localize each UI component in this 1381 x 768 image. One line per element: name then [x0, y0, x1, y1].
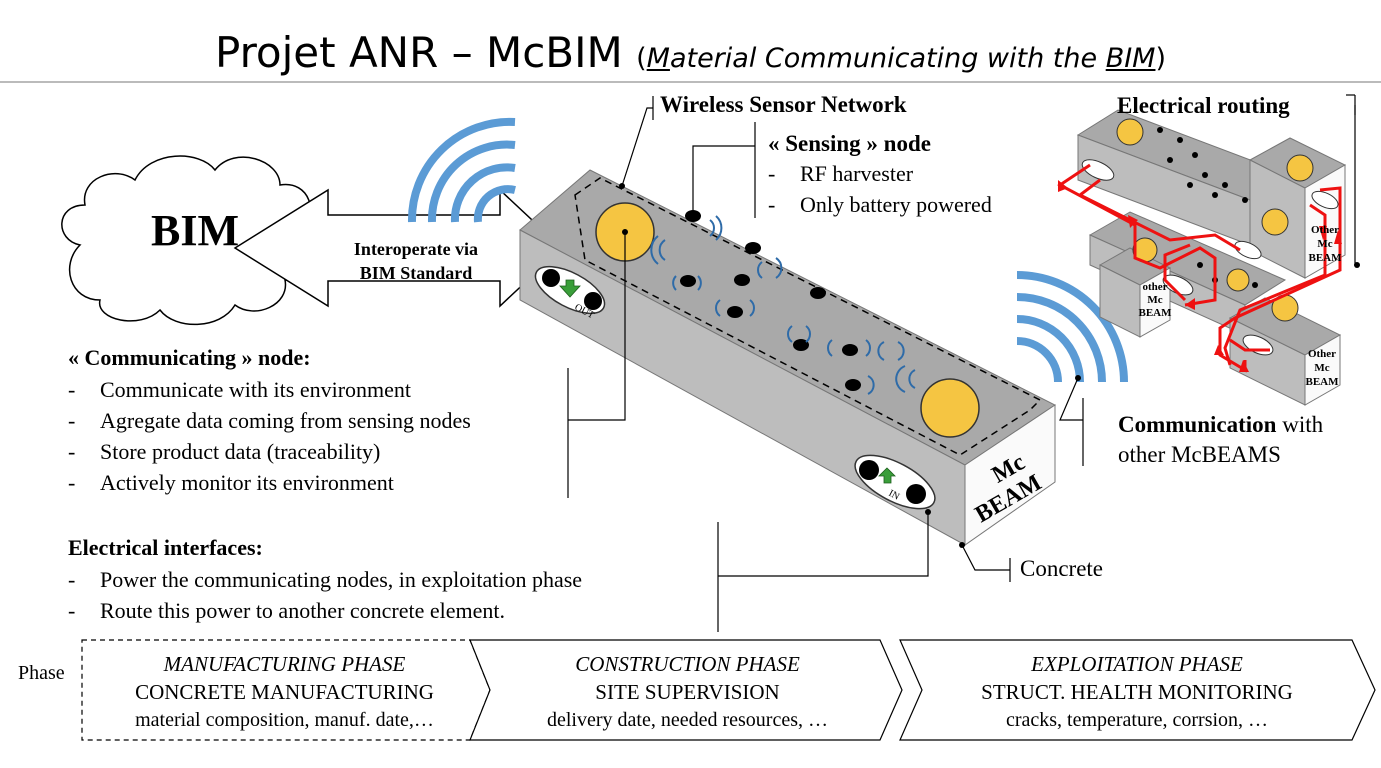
communicating-node-block: « Communicating » node: Communicate with… [68, 342, 471, 498]
title-divider [0, 81, 1381, 83]
phase-manufacturing: MANUFACTURING PHASE CONCRETE MANUFACTURI… [135, 652, 434, 731]
phase-label: Phase [18, 662, 65, 684]
svg-text:Other: Other [1311, 224, 1339, 236]
routing-label: Electrical routing [1117, 93, 1290, 118]
small-signal-icons [650, 215, 916, 395]
concrete-label: Concrete [1020, 556, 1104, 581]
svg-text:Mc: Mc [1317, 238, 1332, 250]
list-item: RF harvester [768, 158, 992, 189]
wifi-signal-right-icon [1016, 271, 1128, 383]
leader-lines [567, 94, 1357, 632]
sensing-node-list: RF harvester Only battery powered [768, 158, 992, 220]
list-item: Communicate with its environment [68, 374, 471, 405]
svg-text:Mc: Mc [1147, 294, 1162, 306]
list-item: Actively monitor its environment [68, 467, 471, 498]
wsn-boundary [574, 177, 1042, 456]
svg-text:BEAM: BEAM [1306, 376, 1340, 388]
interoperate-label: Interoperate via BIM Standard [353, 239, 479, 283]
sensing-nodes [680, 210, 861, 391]
svg-text:BEAM: BEAM [1309, 252, 1343, 264]
communicating-node-title: « Communicating » node: [68, 345, 311, 370]
communicating-node-icon [920, 378, 980, 438]
phase-exploitation-shape [899, 639, 1376, 741]
mini-nodes [1116, 118, 1314, 322]
list-item: Agregate data coming from sensing nodes [68, 405, 471, 436]
mini-beam-labels: Other Mc BEAM other Mc BEAM Other Mc BEA… [1139, 224, 1343, 388]
out-port-icon [534, 265, 606, 315]
leader-dots [619, 183, 1360, 548]
mini-ports [1081, 159, 1339, 356]
routing-arrowheads [1058, 180, 1342, 372]
svg-text:other: other [1142, 281, 1167, 293]
list-item: Only battery powered [768, 189, 992, 220]
svg-text:Other: Other [1308, 348, 1336, 360]
bim-cloud-label: BIM [151, 206, 239, 255]
communicating-node-list: Communicate with its environment Agregat… [68, 374, 471, 498]
communication-label: Communication with other McBEAMS [1118, 412, 1324, 467]
page-title: Projet ANR – McBIM (Material Communicati… [214, 28, 1167, 77]
beam-end-face [964, 404, 1056, 546]
sensing-node-block: « Sensing » node RF harvester Only batte… [768, 130, 992, 220]
wifi-signal-left-icon [407, 117, 516, 223]
list-item: Route this power to another concrete ele… [68, 595, 582, 626]
electrical-interfaces-list: Power the communicating nodes, in exploi… [68, 564, 582, 626]
in-port-icon [854, 454, 936, 510]
wsn-label: Wireless Sensor Network [660, 92, 907, 117]
electrical-interfaces-block: Electrical interfaces: Power the communi… [68, 532, 582, 626]
phase-construction: CONSTRUCTION PHASE SITE SUPERVISION deli… [547, 652, 828, 731]
phase-construction-shape [469, 639, 903, 741]
list-item: Store product data (traceability) [68, 436, 471, 467]
phase-exploitation: EXPLOITATION PHASE STRUCT. HEALTH MONITO… [981, 652, 1293, 731]
sensing-node-title: « Sensing » node [768, 131, 931, 156]
electrical-interfaces-title: Electrical interfaces: [68, 535, 263, 560]
in-port-label: IN [887, 488, 901, 503]
svg-text:BEAM: BEAM [1139, 307, 1173, 319]
svg-text:Mc: Mc [1314, 362, 1329, 374]
list-item: Power the communicating nodes, in exploi… [68, 564, 582, 595]
